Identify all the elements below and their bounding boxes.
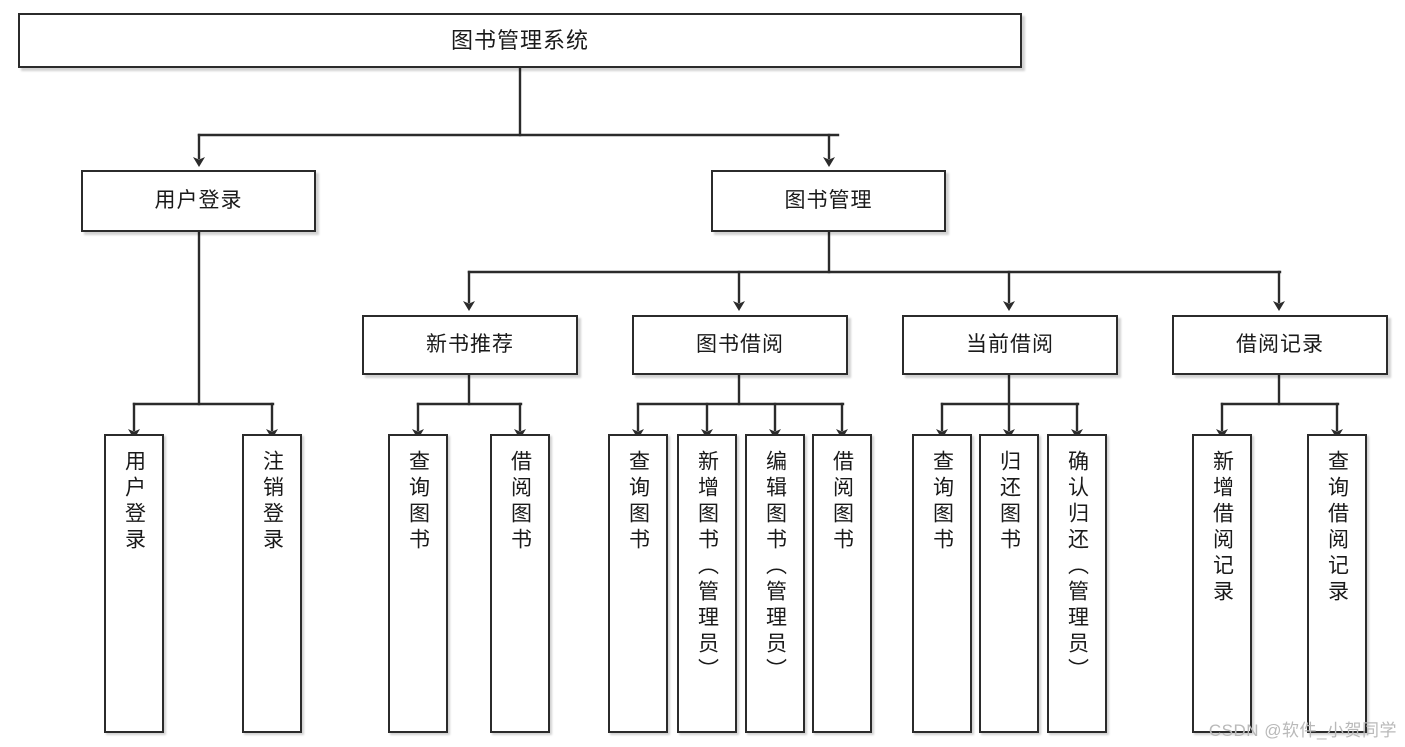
leaf-label: 注销登录 [260,450,284,554]
leaf-borrow-record-add-record[interactable]: 新增借阅记录 [1192,434,1252,733]
node-book-management[interactable]: 图书管理 [711,170,946,232]
leaf-label: 确认归还（管理员） [1065,450,1089,684]
leaf-new-book-borrow-book[interactable]: 借阅图书 [490,434,550,733]
node-book-borrow[interactable]: 图书借阅 [632,315,848,375]
leaf-label: 查询图书 [406,450,430,554]
leaf-user-login-login[interactable]: 用户登录 [104,434,164,733]
leaf-label: 查询图书 [626,450,650,554]
leaf-current-borrow-return-book[interactable]: 归还图书 [979,434,1039,733]
leaf-book-borrow-add-book[interactable]: 新增图书（管理员） [677,434,737,733]
node-new-book-recommend[interactable]: 新书推荐 [362,315,578,375]
node-new-book-recommend-label: 新书推荐 [426,332,514,356]
node-borrow-record-label: 借阅记录 [1236,332,1324,356]
leaf-label: 新增图书（管理员） [695,450,719,684]
leaf-borrow-record-query-record[interactable]: 查询借阅记录 [1307,434,1367,733]
leaf-label: 借阅图书 [508,450,532,554]
leaf-book-borrow-query-book[interactable]: 查询图书 [608,434,668,733]
leaf-label: 编辑图书（管理员） [763,450,787,684]
node-book-management-label: 图书管理 [784,188,873,212]
leaf-current-borrow-confirm-return[interactable]: 确认归还（管理员） [1047,434,1107,733]
leaf-book-borrow-edit-book[interactable]: 编辑图书（管理员） [745,434,805,733]
node-root-label: 图书管理系统 [450,27,589,53]
node-borrow-record[interactable]: 借阅记录 [1172,315,1388,375]
leaf-label: 归还图书 [997,450,1021,554]
node-current-borrow-label: 当前借阅 [966,332,1054,356]
leaf-label: 借阅图书 [830,450,854,554]
leaf-current-borrow-query-book[interactable]: 查询图书 [912,434,972,733]
leaf-label: 查询借阅记录 [1325,450,1349,606]
node-current-borrow[interactable]: 当前借阅 [902,315,1118,375]
node-user-login[interactable]: 用户登录 [81,170,316,232]
leaf-user-login-logout[interactable]: 注销登录 [242,434,302,733]
leaf-new-book-query-book[interactable]: 查询图书 [388,434,448,733]
leaf-label: 新增借阅记录 [1210,450,1234,606]
node-book-borrow-label: 图书借阅 [696,332,784,356]
leaf-label: 用户登录 [122,450,146,554]
leaf-book-borrow-borrow-book[interactable]: 借阅图书 [812,434,872,733]
node-user-login-label: 用户登录 [154,188,243,212]
leaf-label: 查询图书 [930,450,954,554]
node-root-book-management-system[interactable]: 图书管理系统 [18,13,1022,68]
